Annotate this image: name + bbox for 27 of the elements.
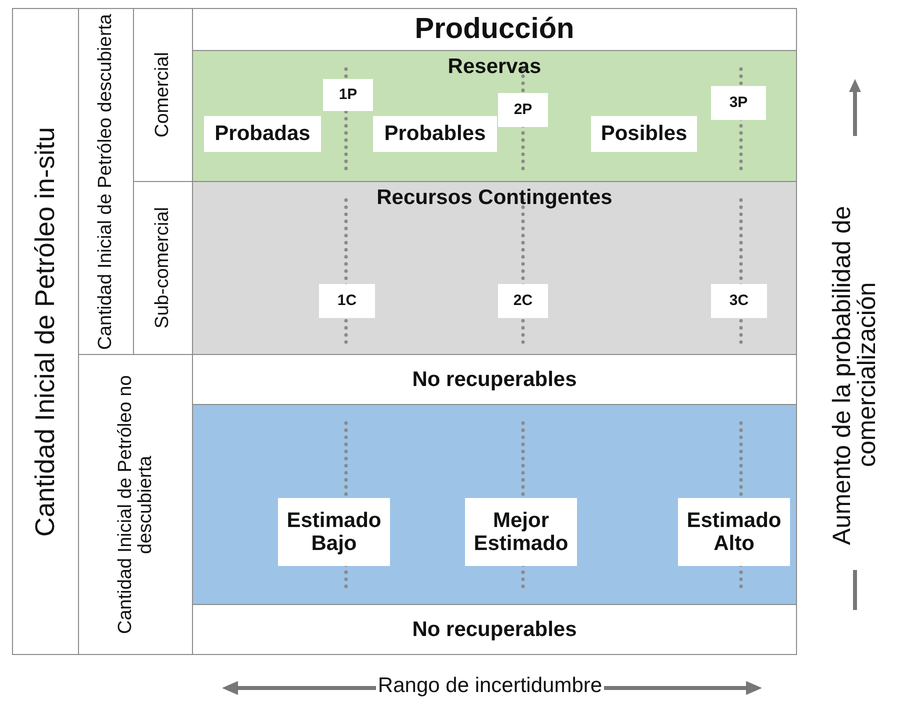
category-tag: 1P <box>323 79 373 111</box>
category-tag: 3C <box>711 284 767 318</box>
header-label: Cantidad Inicial de Petróleo in-situ <box>31 126 60 536</box>
header-label: Sub-comercial <box>153 207 173 329</box>
category-band <box>192 50 797 182</box>
category-band <box>192 404 797 605</box>
category-tag: 1C <box>319 284 375 318</box>
header-cell: Producción <box>192 8 797 51</box>
category-tag: Probables <box>373 116 497 152</box>
category-tag: 3P <box>711 86 766 120</box>
category-tag: Estimado Bajo <box>278 498 390 566</box>
axis-label: Aumento de la probabilidad de comercialización <box>830 204 880 547</box>
category-tag: Posibles <box>591 116 697 152</box>
band-title: Recursos Contingentes <box>376 186 612 210</box>
category-tag: Probadas <box>204 116 321 152</box>
category-tag: 2P <box>498 93 548 127</box>
band-title: Reservas <box>448 55 542 79</box>
header-label: Cantidad Inicial de Petróleo descubierta <box>96 14 116 350</box>
category-tag: Mejor Estimado <box>465 498 577 566</box>
header-label: Cantidad Inicial de Petróleo no descubierta <box>116 374 156 636</box>
axis-label: Rango de incertidumbre <box>376 674 604 697</box>
row-header <box>12 8 79 655</box>
category-band <box>192 181 797 355</box>
category-tag: 2C <box>498 284 548 318</box>
header-label: Comercial <box>153 52 173 138</box>
category-tag: Estimado Alto <box>678 498 790 566</box>
category-band: No recuperables <box>192 604 797 655</box>
